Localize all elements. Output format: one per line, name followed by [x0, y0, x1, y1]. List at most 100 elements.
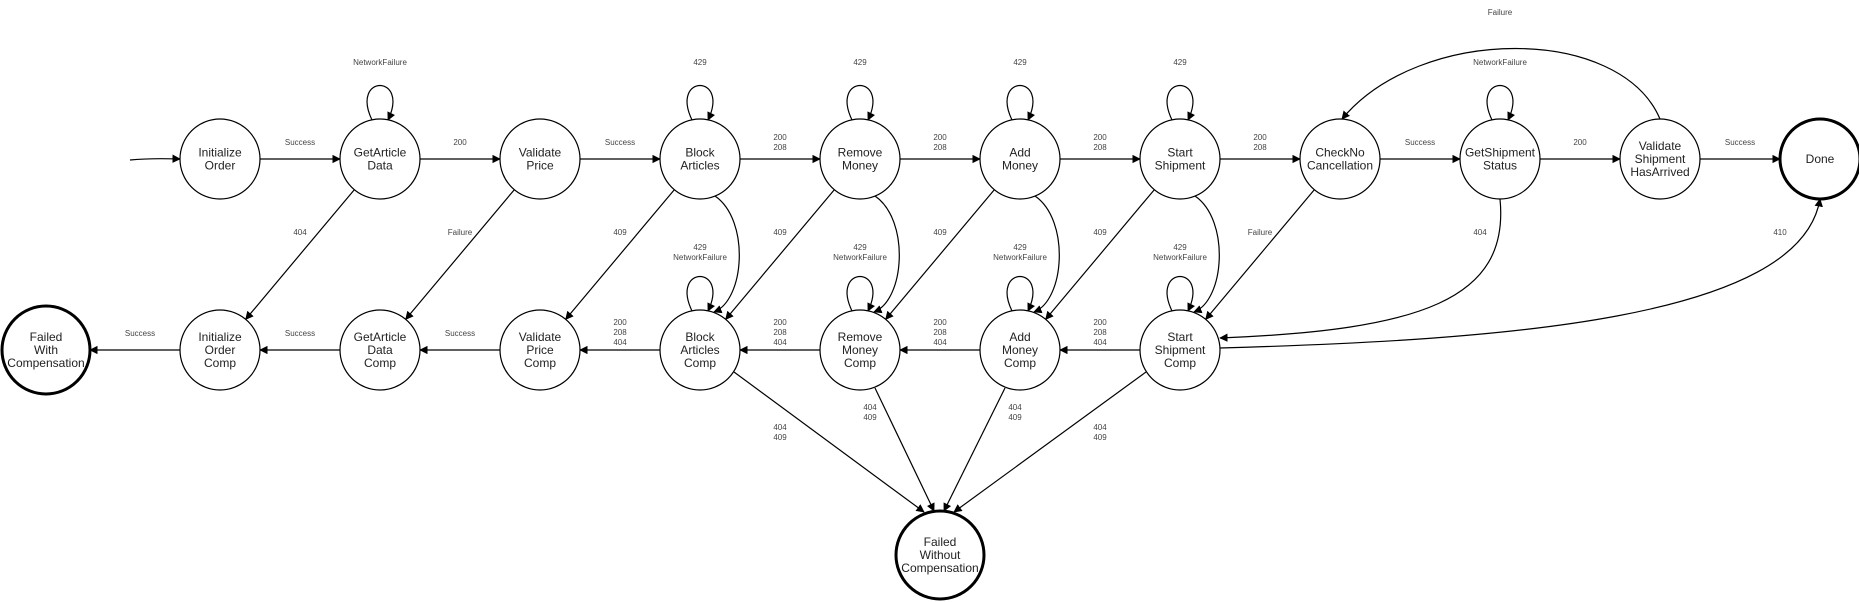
transition-label: 208	[613, 328, 627, 337]
state-circle	[179, 118, 261, 200]
state-label: Remove	[838, 146, 883, 160]
transition-label: 410	[1773, 228, 1787, 237]
transition-valprice-to-block: Success	[580, 138, 661, 164]
state-label: Order	[205, 343, 236, 357]
transition-label: 409	[933, 228, 947, 237]
state-circle	[1299, 118, 1381, 200]
state-circle	[659, 309, 741, 391]
transition-arrow	[1486, 85, 1516, 121]
transition-label: 208	[773, 143, 787, 152]
state-label: CheckNo	[1315, 146, 1365, 160]
transition-arrow	[846, 85, 876, 121]
state-label: Compensation	[7, 356, 84, 370]
transition-arrow	[1341, 48, 1661, 120]
transition-arrow	[405, 189, 515, 320]
transition-label: 409	[773, 433, 787, 442]
transition-getship-to-getship: NetworkFailure	[1473, 58, 1527, 121]
transition-label: NetworkFailure	[1153, 253, 1207, 262]
transition-label: Success	[285, 329, 315, 338]
transition-init-to-getart: Success	[260, 138, 341, 164]
state-label: Validate	[519, 146, 562, 160]
transition-label: 404	[773, 338, 787, 347]
transition-getship-to-valship: 200	[1540, 138, 1621, 164]
transition-initc-to-failedwith: Success	[89, 329, 180, 355]
transition-checkno-to-startshipc: Failure	[1205, 189, 1315, 320]
state-label: Comp	[684, 356, 716, 370]
transition-label: 409	[1093, 228, 1107, 237]
transition-arrow	[733, 371, 925, 513]
transition-arrow	[1193, 195, 1220, 314]
state-label: Initialize	[198, 330, 242, 344]
state-label: Validate	[519, 330, 562, 344]
state-label: Cancellation	[1307, 159, 1373, 173]
nodes-layer: InitializeOrderGetArticleDataValidatePri…	[0, 117, 1859, 601]
transition-getart-to-getart: NetworkFailure	[353, 58, 407, 121]
transition-arrow	[1006, 85, 1036, 121]
state-circle	[499, 118, 581, 200]
state-label: Money	[842, 159, 878, 173]
state-label: Without	[920, 548, 961, 562]
state-label: Initialize	[198, 146, 242, 160]
state-label: Money	[1002, 343, 1038, 357]
transition-label: NetworkFailure	[993, 253, 1047, 262]
state-circle	[894, 509, 986, 601]
state-circle	[979, 118, 1061, 200]
transition-label: 200	[773, 318, 787, 327]
state-label: Articles	[680, 159, 719, 173]
transition-label: NetworkFailure	[1473, 58, 1527, 67]
transition-arrow	[713, 195, 740, 314]
transition-arrow	[1033, 195, 1060, 314]
transition-label: 429	[1173, 243, 1187, 252]
transition-arrow	[846, 276, 876, 312]
state-circle	[979, 309, 1061, 391]
transition-label: 409	[773, 228, 787, 237]
transition-label: 200	[453, 138, 467, 147]
transition-label: 404	[1473, 228, 1487, 237]
state-label: Money	[842, 343, 878, 357]
transition-label: Success	[1725, 138, 1755, 147]
transition-add-to-removec: 409	[885, 189, 995, 320]
transition-label: 404	[613, 338, 627, 347]
transition-arrow	[1219, 198, 1502, 342]
transition-label: 208	[1093, 328, 1107, 337]
transition-checkno-to-getship: Success	[1380, 138, 1461, 164]
transition-label: 429	[1013, 58, 1027, 67]
state-circle	[819, 118, 901, 200]
state-circle	[1139, 118, 1221, 200]
transition-block-to-block: 429	[686, 58, 716, 121]
transition-label: 208	[1253, 143, 1267, 152]
transition-label: 200	[1573, 138, 1587, 147]
transition-arrow	[686, 276, 716, 312]
transition-label: Success	[445, 329, 475, 338]
transition-startshipc-to-done: 410	[1219, 198, 1823, 349]
transition-arrow	[245, 189, 355, 320]
state-circle	[339, 309, 421, 391]
transition-arrow	[725, 189, 835, 320]
transition-label: 404	[773, 423, 787, 432]
transition-arrow	[1205, 189, 1315, 320]
transition-arrow	[1166, 276, 1196, 312]
transition-label: 429	[693, 58, 707, 67]
state-label: Order	[205, 159, 236, 173]
state-label: Price	[526, 159, 554, 173]
transition-label: 200	[1093, 133, 1107, 142]
state-label: Articles	[680, 343, 719, 357]
transition-label: 409	[863, 413, 877, 422]
transition-arrow	[1045, 189, 1155, 320]
state-label: Shipment	[1635, 152, 1686, 166]
transition-label: Failure	[1248, 228, 1273, 237]
